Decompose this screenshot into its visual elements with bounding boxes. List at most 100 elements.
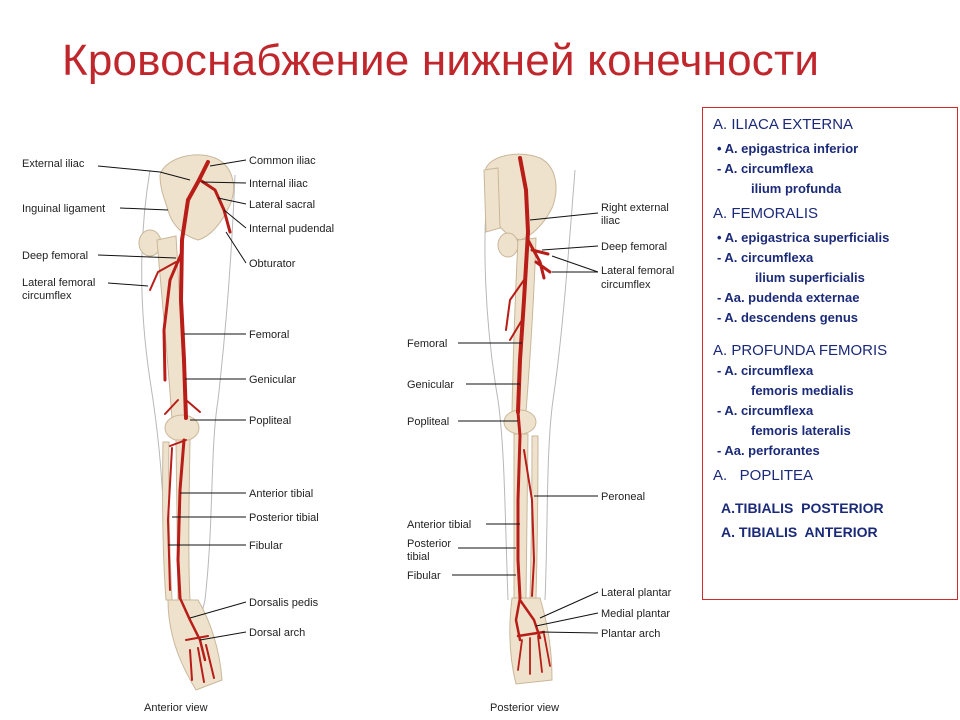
label-internal-iliac: Internal iliac [249, 178, 308, 190]
anterior-femoral-artery [179, 198, 190, 420]
posterior-digital-arteries [517, 633, 551, 675]
page-title: Кровоснабжение нижней конечности [62, 36, 820, 85]
label-medial-plantar: Medial plantar [601, 608, 670, 620]
panel-item: femoris medialis [751, 383, 854, 398]
pointer-line [529, 212, 599, 221]
pointer-line [119, 207, 169, 211]
anterior-internal-iliac-artery [198, 178, 232, 234]
panel-item: -A. descendens genus [717, 310, 858, 325]
label-obturator: Obturator [249, 258, 296, 270]
label-femoral: Femoral [249, 329, 289, 341]
panel-item: ilium profunda [751, 181, 842, 196]
pointer-line [189, 601, 247, 619]
posterior-femur-head [497, 232, 519, 258]
panel-item: •A. epigastrica inferior [717, 141, 859, 156]
posterior-femoral-artery [516, 230, 530, 414]
panel-item: -A. circumflexa [717, 250, 814, 265]
artery-branches-panel: A. ILIACA EXTERNA •A. epigastrica inferi… [702, 107, 958, 600]
pointer-line [223, 209, 247, 229]
pointer-line [199, 631, 247, 641]
pointer-line [539, 591, 599, 619]
pointer-line [107, 282, 149, 287]
panel-item: -Aa. pudenda externae [717, 290, 860, 305]
label-fibular: Fibular [407, 570, 441, 582]
pointer-line [217, 197, 247, 205]
label-external-iliac: External iliac [22, 158, 85, 170]
posterior-lateral-circumflex-artery [530, 248, 552, 274]
anterior-patella [164, 414, 200, 442]
label-anterior-tibial: Anterior tibial [249, 488, 313, 500]
label-popliteal: Popliteal [407, 416, 449, 428]
pointer-line [97, 165, 191, 181]
pointer-line [535, 612, 599, 627]
label-plantar-arch: Plantar arch [601, 628, 660, 640]
pointer-line [201, 181, 247, 184]
anterior-dorsal-arch-artery [185, 635, 215, 683]
pointer-line [541, 631, 599, 634]
posterior-sacrum [483, 167, 501, 233]
posterior-popliteal-artery [516, 410, 522, 438]
anterior-common-iliac-artery [186, 160, 210, 202]
label-genicular: Genicular [249, 374, 296, 386]
anterior-foot [167, 599, 223, 691]
anterior-deep-femoral-artery [162, 250, 184, 382]
anterior-fibular-artery [167, 447, 173, 591]
panel-heading-iliaca-externa: A. ILIACA EXTERNA [713, 116, 854, 133]
pointer-line [209, 159, 247, 167]
label-right-external: Right external [601, 202, 669, 214]
label-lateral-femoral: Lateral femoral [22, 277, 95, 289]
label-peroneal: Peroneal [601, 491, 645, 503]
panel-heading-poplitea: A. POPLITEA [713, 467, 814, 484]
label-deep-femoral: Deep femoral [22, 250, 88, 262]
label-dorsal-arch: Dorsal arch [249, 627, 305, 639]
label-iliac: iliac [601, 215, 620, 227]
anterior-pelvis [159, 154, 234, 241]
anterior-view: External iliac Inguinal ligament Deep fe… [22, 154, 334, 714]
label-circumflex: circumflex [601, 279, 651, 291]
panel-heading-femoralis: A. FEMORALIS [713, 205, 819, 222]
posterior-branch-artery [505, 279, 525, 341]
panel-item: -A. circumflexa [717, 161, 814, 176]
anterior-tibial-artery [176, 438, 186, 600]
label-common-iliac: Common iliac [249, 155, 316, 167]
label-deep-femoral: Deep femoral [601, 241, 667, 253]
panel-item: •A. epigastrica superficialis [717, 230, 890, 245]
pointer-line [225, 231, 247, 264]
pointer-line [97, 254, 177, 259]
label-genicular: Genicular [407, 379, 454, 391]
label-circumflex: circumflex [22, 290, 72, 302]
label-fibular: Fibular [249, 540, 283, 552]
label-lateral-plantar: Lateral plantar [601, 587, 672, 599]
panel-heading-tibialis-anterior: A. TIBIALIS ANTERIOR [721, 524, 878, 540]
posterior-plantar-arteries [514, 596, 546, 642]
anterior-view-caption: Anterior view [144, 702, 208, 714]
anterior-dorsalis-pedis-artery [178, 596, 207, 662]
label-posterior-tibial: Posterior tibial [249, 512, 319, 524]
panel-heading-profunda-femoris: A. PROFUNDA FEMORIS [713, 342, 888, 359]
posterior-external-iliac-artery [518, 156, 530, 234]
posterior-deep-femoral-artery [526, 238, 546, 280]
pointer-line [551, 255, 599, 273]
panel-item: -Aa. perforantes [717, 443, 820, 458]
panel-heading-tibialis-posterior: A.TIBIALIS POSTERIOR [721, 500, 884, 516]
panel-item: ilium superficialis [755, 270, 865, 285]
posterior-view: Femoral Genicular Popliteal Anterior tib… [407, 153, 674, 714]
label-anterior-tibial: Anterior tibial [407, 519, 471, 531]
label-lateral-sacral: Lateral sacral [249, 199, 315, 211]
label-dorsalis-pedis: Dorsalis pedis [249, 597, 319, 609]
lower-limb-arteries-figure: External iliac Inguinal ligament Deep fe… [22, 153, 674, 714]
panel-item: femoris lateralis [751, 423, 851, 438]
posterior-tibial-artery [516, 434, 522, 600]
label-posterior: Posterior [407, 538, 451, 550]
label-femoral: Femoral [407, 338, 447, 350]
label-tibial: tibial [407, 551, 430, 563]
posterior-peroneal-artery [523, 449, 535, 597]
pointer-line [541, 245, 599, 251]
label-inguinal-ligament: Inguinal ligament [22, 203, 105, 215]
label-internal-pudendal: Internal pudendal [249, 223, 334, 235]
posterior-view-caption: Posterior view [490, 702, 559, 714]
anterior-lateral-circumflex-artery [149, 261, 177, 291]
panel-item: -A. circumflexa [717, 403, 814, 418]
panel-item: -A. circumflexa [717, 363, 814, 378]
label-popliteal: Popliteal [249, 415, 291, 427]
